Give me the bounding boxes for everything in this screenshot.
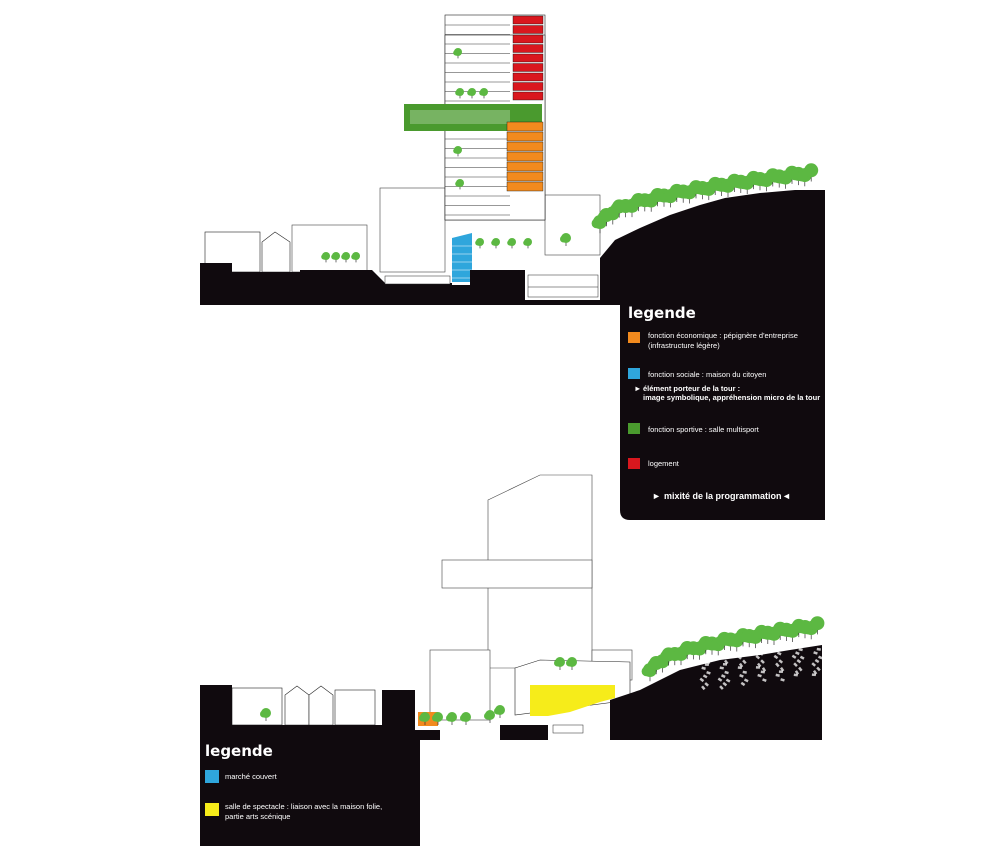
tree-icon: [432, 712, 443, 725]
tree-icon: [455, 179, 464, 190]
logement-units: [512, 15, 544, 101]
tree-icon: [455, 88, 464, 99]
logement-unit: [512, 25, 544, 34]
legend-swatch-spectacle: [205, 803, 219, 816]
legend-top: legende fonction économique : pépignère …: [628, 304, 820, 501]
legend-item-economique-2: (infrastructure légère): [648, 341, 720, 350]
rubble-texture: [690, 647, 823, 691]
legend-item-marche: marché couvert: [225, 772, 278, 781]
legend-swatch-logement: [628, 458, 640, 469]
bottom-ghost-building: [429, 649, 491, 721]
ground-mass-top: [200, 190, 825, 520]
tree-icon: [479, 88, 488, 99]
tree-icon: [491, 238, 500, 249]
legend-swatch-marche: [205, 770, 219, 783]
bottom-section: [200, 474, 825, 846]
tree-icon: [809, 616, 825, 635]
tree-icon: [484, 710, 495, 723]
logement-unit: [512, 63, 544, 72]
tree-icon: [467, 88, 476, 99]
legend-swatch-economique: [628, 332, 640, 343]
legend-item-economique: fonction économique : pépignère d'entrep…: [648, 331, 798, 340]
top-tower-podium: [379, 187, 446, 273]
mixite-arrow-left-icon: ►: [652, 491, 661, 501]
pepiniere-unit: [506, 181, 544, 192]
tree-icon: [560, 233, 571, 246]
tree-icon: [321, 252, 330, 263]
tree-icon: [260, 708, 271, 721]
tree-icon: [554, 657, 565, 670]
bottom-gabled-house: [284, 685, 310, 726]
trees-top: [321, 48, 819, 263]
tree-icon: [453, 48, 462, 59]
logement-unit: [512, 82, 544, 91]
legend-item-spectacle: salle de spectacle : liaison avec la mai…: [225, 802, 382, 811]
legend-swatch-sociale: [628, 368, 640, 379]
pepiniere-unit: [506, 171, 544, 182]
tree-icon: [494, 705, 505, 718]
maison-du-citoyen-block: [452, 233, 472, 282]
tree-icon: [460, 712, 471, 725]
legend-note-line1: élément porteur de la tour :: [643, 384, 740, 393]
top-background-building: [291, 224, 368, 273]
pepiniere-unit: [506, 141, 544, 152]
logement-unit: [512, 15, 544, 25]
legend-item-sportive: fonction sportive : salle multisport: [648, 425, 760, 434]
pepiniere-unit: [506, 121, 544, 132]
tree-icon: [351, 252, 360, 263]
legend-bottom: legende marché couvert salle de spectacl…: [205, 742, 382, 821]
tree-icon: [341, 252, 350, 263]
tree-icon: [507, 238, 516, 249]
tree-icon: [566, 657, 577, 670]
top-section: [200, 14, 825, 520]
logement-unit: [512, 72, 544, 82]
tree-icon: [419, 712, 430, 725]
ground-mass-bottom: [200, 645, 822, 846]
tree-icon: [446, 712, 457, 725]
salle-de-spectacle-block: [530, 685, 615, 716]
legend-note-line2: image symbolique, appréhension micro de …: [643, 393, 820, 402]
tree-icon: [331, 252, 340, 263]
tree-icon: [453, 146, 462, 157]
tree-icon: [802, 163, 819, 182]
logement-unit: [512, 91, 544, 101]
top-right-building: [544, 194, 601, 256]
legend-bottom-title: legende: [205, 742, 273, 760]
logement-unit: [512, 53, 544, 63]
pepiniere-unit: [506, 161, 544, 172]
legend-arrow-icon: ►: [634, 384, 641, 393]
pepiniere-units: [506, 121, 544, 192]
legend-item-spectacle-2: partie arts scénique: [225, 812, 290, 821]
logement-unit: [512, 34, 544, 44]
pepiniere-unit: [506, 131, 544, 142]
tree-icon: [523, 238, 532, 249]
tree-icon: [475, 238, 484, 249]
legend-item-sociale: fonction sociale : maison du citoyen: [648, 370, 766, 379]
legend-item-logement: logement: [648, 459, 680, 468]
pepiniere-unit: [506, 151, 544, 162]
legend-swatch-sportive: [628, 423, 640, 434]
legend-top-title: legende: [628, 304, 696, 322]
bottom-ghost-slab: [441, 559, 593, 589]
logement-unit: [512, 44, 544, 53]
trees-bottom: [260, 616, 825, 725]
legend-top-footer: mixité de la programmation: [664, 491, 782, 501]
top-gabled-house: [261, 231, 291, 273]
mixite-arrow-right-icon: ◄: [782, 491, 791, 501]
